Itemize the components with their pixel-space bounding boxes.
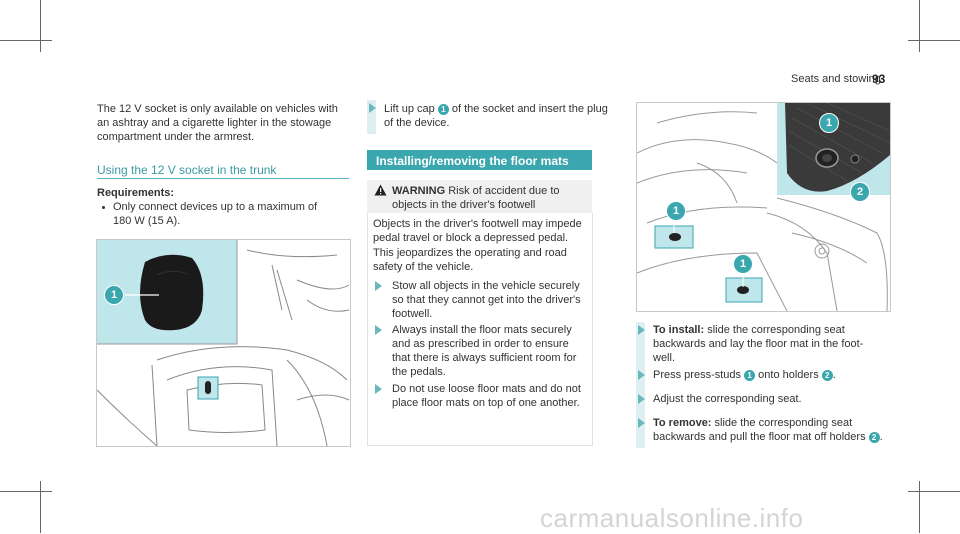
callout-badge: 2	[821, 369, 833, 381]
warning-title: WARNING Risk of accident due to objects …	[392, 184, 587, 212]
warning-bullet: Always install the floor mats securely a…	[392, 324, 577, 378]
step-text: .	[832, 369, 836, 381]
lift-cap-step: Lift up cap 1 of the socket and insert t…	[384, 102, 609, 130]
callout-badge: 1	[744, 369, 756, 381]
step-text: slide the corresponding seat backwards a…	[653, 324, 864, 364]
warning-title-text: Risk of accident due to objects in the d…	[392, 185, 560, 211]
step-arrow-icon	[369, 103, 376, 113]
crop-mark	[908, 491, 960, 492]
install-step: To install: slide the corresponding seat…	[653, 323, 883, 365]
warning-bullet: Stow all objects in the vehicle securely…	[392, 280, 581, 320]
heading-rule	[97, 178, 349, 179]
step-text: of the socket and insert the plug of the…	[384, 103, 608, 129]
callout-badge: 1	[819, 113, 839, 133]
floor-mats-heading: Installing/removing the floor mats	[376, 154, 569, 168]
requirement-item: Only connect devices up to a maximum of …	[113, 201, 318, 227]
crop-mark	[919, 0, 920, 52]
remove-label: To remove:	[653, 417, 712, 429]
step-text: Lift up cap	[384, 103, 435, 115]
callout-badge: 1	[666, 201, 686, 221]
callout-badge: 2	[850, 182, 870, 202]
crop-mark	[40, 481, 41, 533]
warning-paragraph: This jeopardizes the operating and road …	[373, 247, 567, 273]
bullet	[102, 206, 105, 209]
crop-mark	[0, 491, 52, 492]
step-text: onto holders	[758, 369, 819, 381]
adjust-seat-step: Adjust the corresponding seat.	[653, 393, 802, 405]
intro-paragraph: The 12 V socket is only available on veh…	[97, 103, 338, 143]
callout-badge: 1	[733, 254, 753, 274]
install-label: To install:	[653, 324, 705, 336]
requirements-label: Requirements:	[97, 187, 175, 199]
trunk-illustration	[97, 240, 350, 446]
bullet-arrow-icon	[375, 325, 382, 335]
step-text: .	[879, 431, 883, 443]
crop-mark	[908, 40, 960, 41]
floor-mats-heading-bar: Installing/removing the floor mats	[367, 150, 592, 170]
bullet-arrow-icon	[375, 384, 382, 394]
bullet-arrow-icon	[375, 281, 382, 291]
callout-badge: 1	[437, 103, 449, 115]
callout-badge: 2	[868, 431, 880, 443]
warning-bullet: Do not use loose floor mats and do not p…	[392, 383, 581, 409]
step-arrow-icon	[638, 370, 645, 380]
step-arrow-icon	[638, 325, 645, 335]
section-heading-12v: Using the 12 V socket in the trunk	[97, 163, 277, 177]
remove-step: To remove: slide the corresponding seat …	[653, 416, 883, 444]
step-arrow-icon	[638, 418, 645, 428]
watermark: carmanualsonline.info	[540, 503, 804, 533]
running-header: Seats and stowing	[791, 73, 881, 85]
warning-icon	[374, 184, 387, 196]
crop-mark	[40, 0, 41, 52]
warning-paragraph: Objects in the driver's footwell may imp…	[373, 218, 582, 244]
warning-body-box	[367, 213, 593, 446]
warning-header-box: WARNING Risk of accident due to objects …	[367, 180, 592, 213]
step-sidebar	[636, 322, 645, 448]
press-studs-step: Press press-studs 1 onto holders 2.	[653, 368, 883, 382]
crop-mark	[919, 481, 920, 533]
page-number: 93	[872, 72, 886, 86]
step-text: Press press-studs	[653, 369, 742, 381]
step-sidebar	[367, 100, 376, 134]
step-arrow-icon	[638, 394, 645, 404]
step-text: slide the corresponding seat backwards a…	[653, 417, 866, 443]
callout-badge: 1	[104, 285, 124, 305]
warning-label: WARNING	[392, 185, 446, 197]
trunk-socket-figure: 1	[96, 239, 351, 447]
crop-mark	[0, 40, 52, 41]
floor-mat-figure: 1 2 1 1	[636, 102, 891, 312]
